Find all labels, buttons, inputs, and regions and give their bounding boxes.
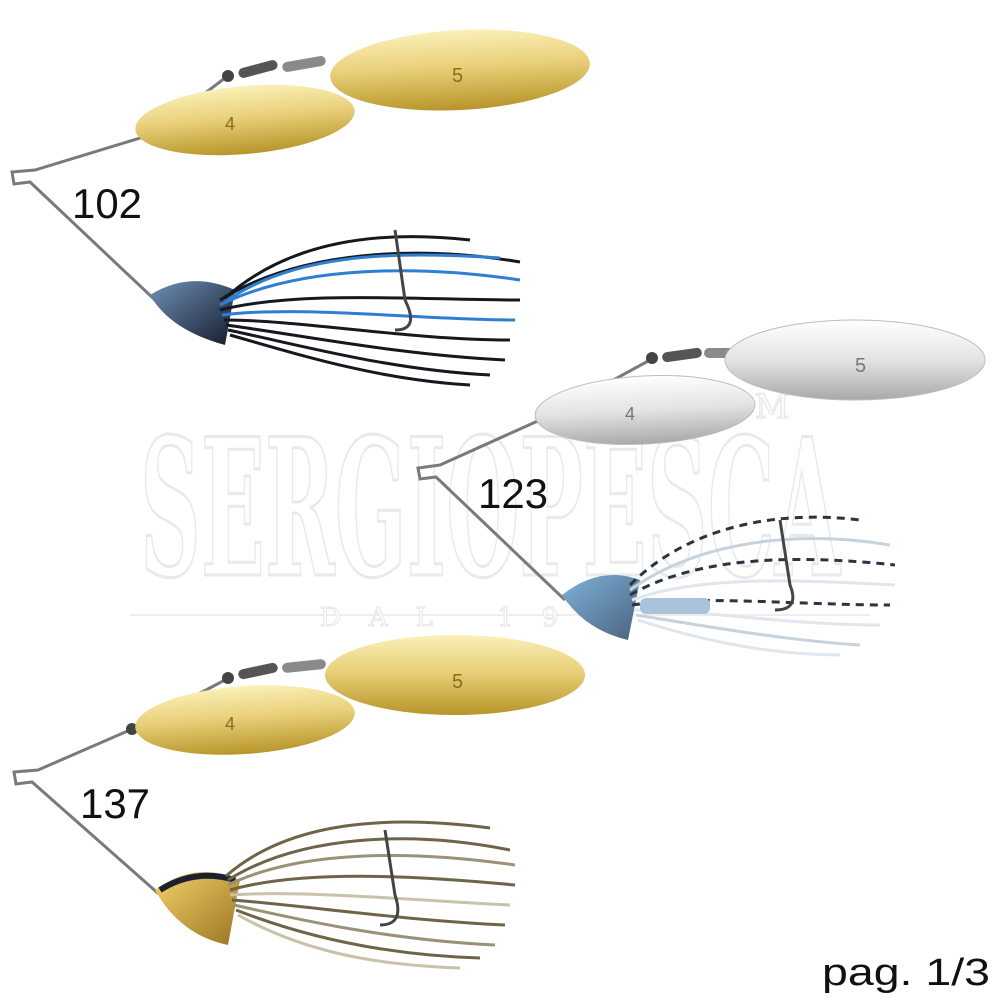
lure-102-code: 102: [72, 180, 142, 227]
lure-102-skirt: [219, 235, 521, 387]
lure-137-hook: [379, 829, 400, 927]
watermark-tagline: DAL 19: [320, 603, 586, 633]
lure-102-hook: [393, 229, 413, 332]
lure-123-blade-small-size: 4: [625, 404, 635, 424]
watermark-brand: SERGIOPESCA: [140, 397, 841, 620]
lure-102-wire: [10, 133, 157, 302]
lure-123-code: 123: [478, 470, 548, 517]
lure-102-head: [150, 281, 235, 345]
lure-102-blade-large: [330, 29, 590, 111]
lure-137-head: [155, 872, 240, 945]
lure-102: 5 4: [10, 29, 590, 387]
lure-137-head-back: [158, 872, 236, 893]
lure-123-collar: [640, 598, 710, 614]
lure-137-code: 137: [80, 780, 150, 827]
lure-123-skirt: [628, 515, 896, 657]
lure-123-hook: [774, 519, 795, 612]
lure-137-blade-large-size: 5: [452, 671, 463, 693]
lure-137-skirt: [225, 820, 516, 970]
lure-123-blade-large: [724, 319, 986, 401]
lure-123-wire: [416, 418, 567, 602]
lure-123-blade-small: [534, 375, 756, 445]
lure-123: 5 4: [416, 319, 986, 657]
lure-137-blade-small: [135, 685, 355, 755]
lure-102-blade-large-size: 5: [452, 65, 463, 87]
lure-137-blade-large: [325, 635, 585, 715]
watermark: SERGIOPESCA .COM DAL 19: [130, 386, 870, 634]
lure-123-blade-large-size: 5: [855, 355, 866, 377]
lure-137-wire: [12, 728, 161, 897]
lure-137: 5 4: [12, 635, 585, 970]
lure-102-blade-small: [135, 84, 355, 156]
lure-137-swivel: [126, 659, 326, 735]
lure-137-blade-small-size: 4: [225, 714, 235, 734]
lure-102-blade-small-size: 4: [225, 114, 235, 134]
lure-123-head: [562, 575, 640, 640]
page-indicator: pag. 1/3: [822, 952, 990, 994]
